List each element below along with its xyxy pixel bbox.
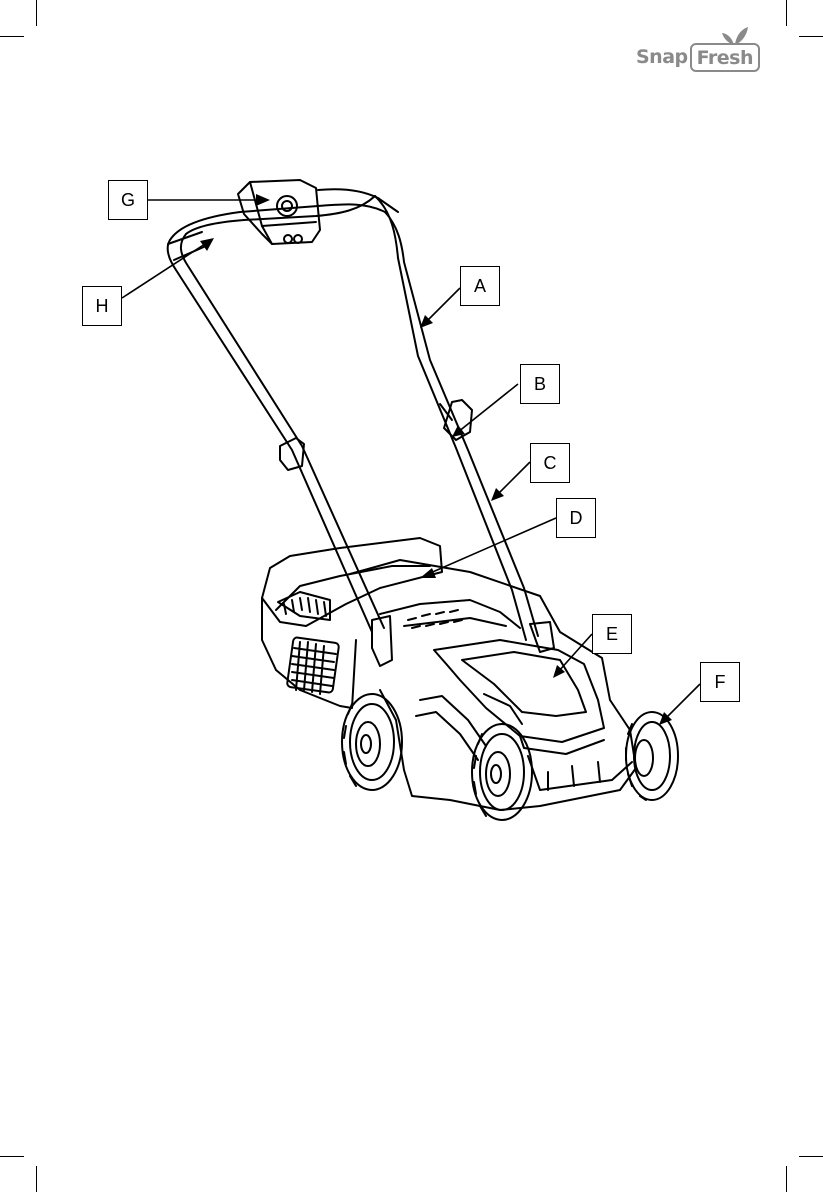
callout-f: F: [700, 662, 740, 702]
callout-d: D: [556, 498, 596, 538]
callout-c: C: [530, 443, 570, 483]
grass-box: [262, 538, 442, 626]
leader-line-a: [424, 288, 460, 324]
callout-g: G: [108, 180, 148, 220]
leader-line-h: [122, 242, 208, 298]
handle-left-bar: [168, 240, 372, 632]
callout-a: A: [460, 266, 500, 306]
leader-line-b: [458, 384, 518, 432]
arrowhead-h: [200, 238, 214, 251]
callout-e: E: [592, 614, 632, 654]
callout-b: B: [520, 364, 560, 404]
leader-line-f: [664, 684, 700, 720]
callout-h: H: [82, 286, 122, 326]
arrowhead-g: [256, 194, 270, 206]
switch-button: [277, 196, 297, 216]
arrowhead-d: [420, 568, 436, 578]
leader-line-d: [428, 518, 556, 574]
leader-line-c: [496, 462, 530, 496]
